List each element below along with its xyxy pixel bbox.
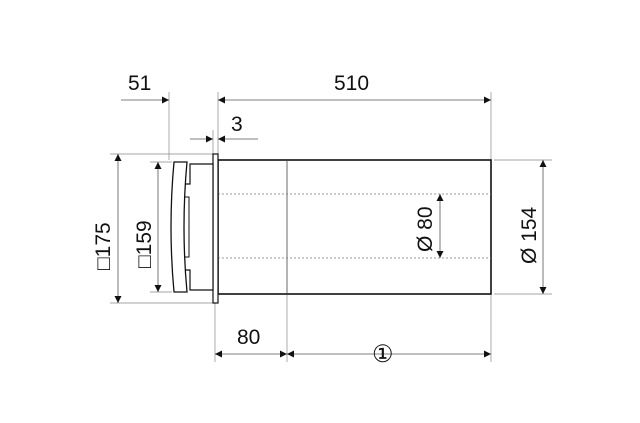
grille: [170, 161, 214, 293]
dim-175: □175: [92, 222, 115, 270]
extension-lines: [110, 92, 552, 362]
flange: [212, 153, 219, 304]
dim-154-diameter: Ø 154: [518, 206, 541, 264]
dim-51: 51: [128, 72, 151, 95]
dim-510: 510: [334, 72, 369, 95]
dim-159: □159: [133, 220, 156, 268]
dim-80-diameter: Ø 80: [414, 206, 437, 252]
dim-3: 3: [231, 113, 243, 136]
duct-body: [217, 159, 492, 295]
dim-80: 80: [237, 326, 260, 349]
dimension-lines: [114, 96, 547, 358]
dim-variable-1: ①: [372, 341, 394, 368]
